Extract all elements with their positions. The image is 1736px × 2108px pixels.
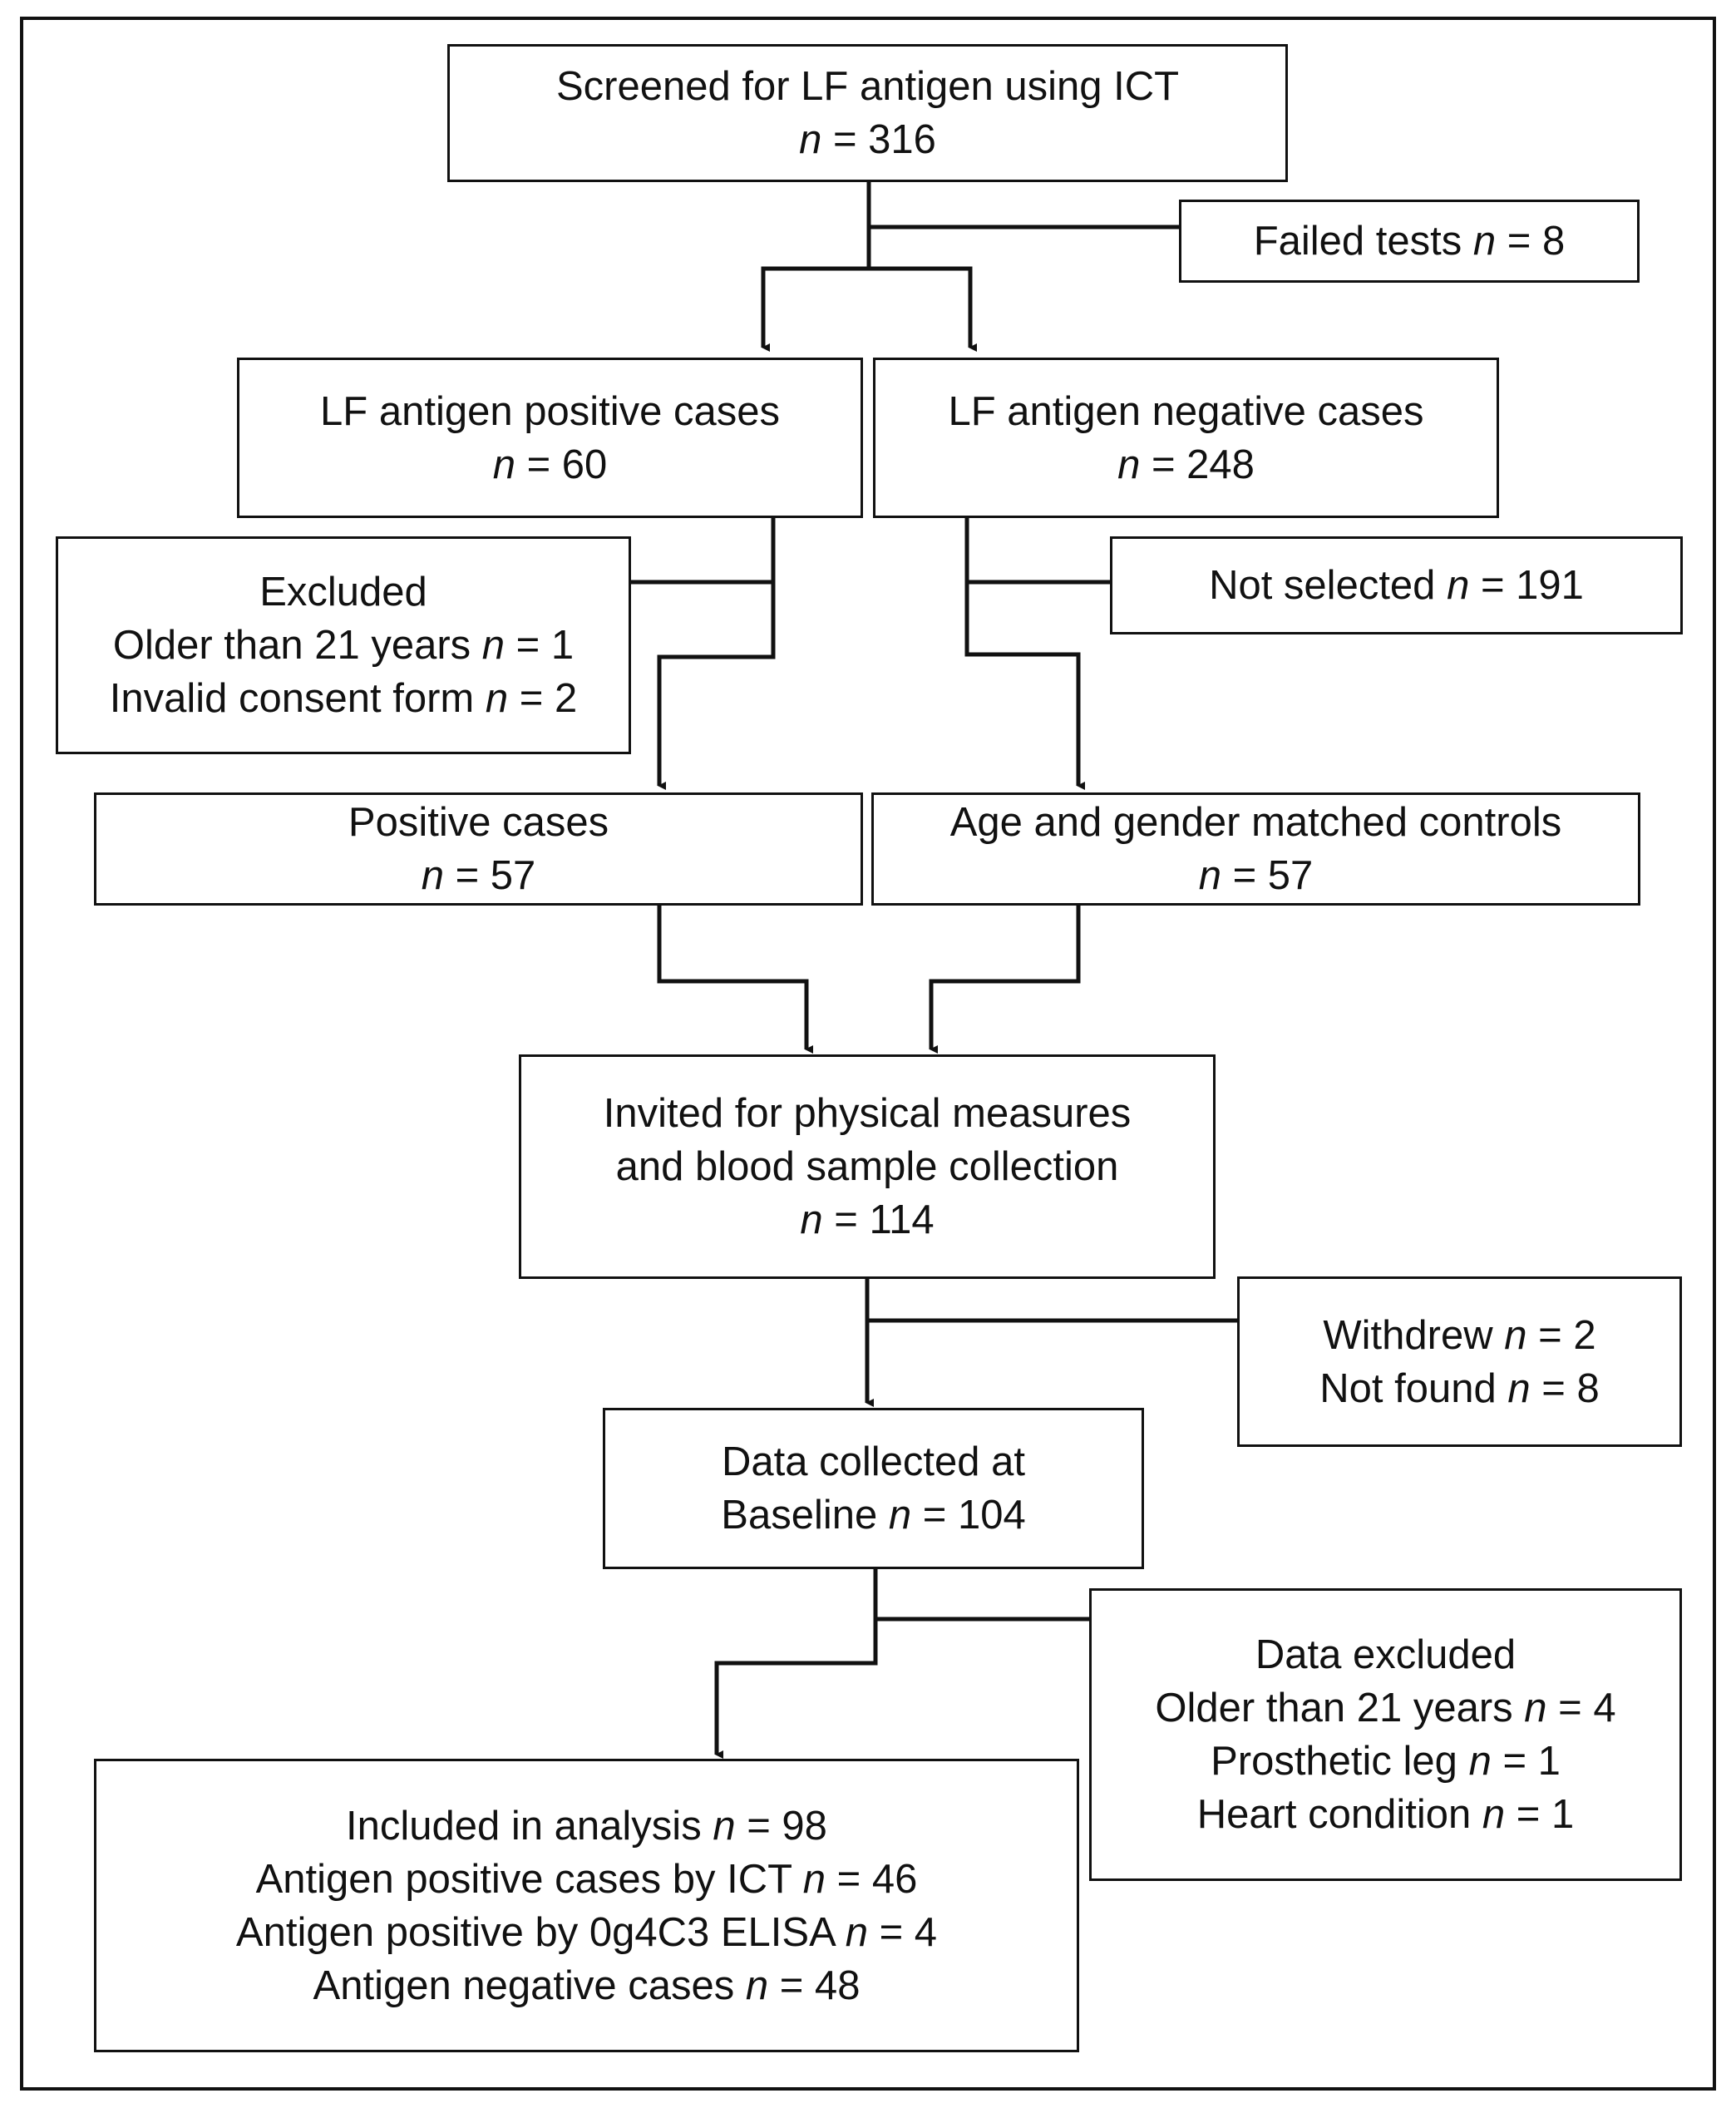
arrow-pos-to-invited bbox=[657, 905, 813, 1054]
n-symbol: n bbox=[799, 117, 822, 162]
n-symbol: n bbox=[1504, 1312, 1527, 1358]
negative-box: LF antigen negative cases n = 248 bbox=[873, 358, 1499, 518]
positive-cases-title: Positive cases bbox=[348, 800, 609, 845]
positive-box: LF antigen positive cases n = 60 bbox=[237, 358, 863, 518]
screened-box: Screened for LF antigen using ICT n = 31… bbox=[447, 44, 1288, 182]
positive-cases-box: Positive cases n = 57 bbox=[94, 792, 863, 906]
n-symbol: n bbox=[745, 1962, 769, 2008]
n-symbol: n bbox=[481, 623, 506, 668]
baseline-count: = 104 bbox=[911, 1493, 1026, 1538]
n-symbol: n bbox=[1468, 1739, 1492, 1784]
arrow-to-positive-cases bbox=[657, 518, 776, 790]
positive-cases-count: = 57 bbox=[443, 853, 536, 898]
arrow-to-positive bbox=[761, 266, 869, 352]
included-count: = 98 bbox=[735, 1803, 827, 1849]
baseline-box: Data collected at Baseline n = 104 bbox=[603, 1408, 1144, 1569]
invited-line-2: and blood sample collection bbox=[615, 1144, 1119, 1189]
invited-box: Invited for physical measures and blood … bbox=[519, 1054, 1216, 1279]
n-symbol: n bbox=[845, 1909, 868, 1955]
data-excluded-box: Data excluded Older than 21 years n = 4 … bbox=[1089, 1588, 1682, 1881]
n-symbol: n bbox=[1117, 442, 1141, 487]
n-symbol: n bbox=[713, 1803, 736, 1849]
invited-line-1: Invited for physical measures bbox=[603, 1091, 1132, 1136]
positive-title: LF antigen positive cases bbox=[320, 388, 780, 434]
controls-count: = 57 bbox=[1221, 853, 1314, 898]
negative-count: = 248 bbox=[1140, 442, 1255, 487]
not-selected-box: Not selected n = 191 bbox=[1110, 536, 1683, 634]
not-selected-label: Not selected bbox=[1209, 563, 1447, 608]
n-symbol: n bbox=[1198, 853, 1221, 898]
negative-title: LF antigen negative cases bbox=[948, 388, 1424, 434]
failed-tests-box: Failed tests n = 8 bbox=[1179, 200, 1640, 283]
arrow-to-negative bbox=[869, 266, 977, 352]
positive-count: = 60 bbox=[515, 442, 608, 487]
controls-title: Age and gender matched controls bbox=[949, 800, 1562, 845]
arrow-controls-to-invited bbox=[929, 905, 1081, 1054]
withdrew-box: Withdrew n = 2 Not found n = 8 bbox=[1237, 1276, 1682, 1447]
n-symbol: n bbox=[1524, 1686, 1547, 1730]
n-symbol: n bbox=[802, 1856, 826, 1902]
n-symbol: n bbox=[800, 1197, 823, 1242]
n-symbol: n bbox=[1472, 219, 1497, 264]
screened-count: = 316 bbox=[821, 117, 936, 162]
excluded-age-count: = 1 bbox=[505, 623, 575, 668]
n-symbol: n bbox=[1482, 1792, 1506, 1837]
failed-label: Failed tests bbox=[1253, 219, 1473, 264]
withdrew-count: = 2 bbox=[1526, 1312, 1596, 1358]
not-found-count: = 8 bbox=[1530, 1365, 1600, 1411]
controls-box: Age and gender matched controls n = 57 bbox=[871, 792, 1640, 906]
data-excluded-title: Data excluded bbox=[1255, 1632, 1517, 1677]
n-symbol: n bbox=[1447, 563, 1470, 608]
arrow-to-controls bbox=[964, 518, 1085, 790]
excluded-consent-count: = 2 bbox=[508, 676, 578, 721]
n-symbol: n bbox=[888, 1493, 912, 1538]
excluded-box: Excluded Older than 21 years n = 1 Inval… bbox=[56, 536, 631, 754]
included-box: Included in analysis n = 98 Antigen posi… bbox=[94, 1759, 1079, 2052]
n-symbol: n bbox=[1507, 1365, 1531, 1411]
failed-count: = 8 bbox=[1496, 219, 1566, 264]
baseline-title: Data collected at bbox=[722, 1439, 1025, 1484]
not-selected-count: = 191 bbox=[1469, 563, 1584, 608]
screened-title: Screened for LF antigen using ICT bbox=[555, 64, 1180, 109]
n-symbol: n bbox=[492, 442, 515, 487]
n-symbol: n bbox=[485, 676, 509, 721]
excluded-title: Excluded bbox=[259, 570, 427, 615]
figure-frame bbox=[20, 17, 1716, 2091]
arrow-to-included bbox=[714, 1569, 878, 1759]
invited-count: = 114 bbox=[822, 1197, 935, 1242]
n-symbol: n bbox=[421, 853, 444, 898]
